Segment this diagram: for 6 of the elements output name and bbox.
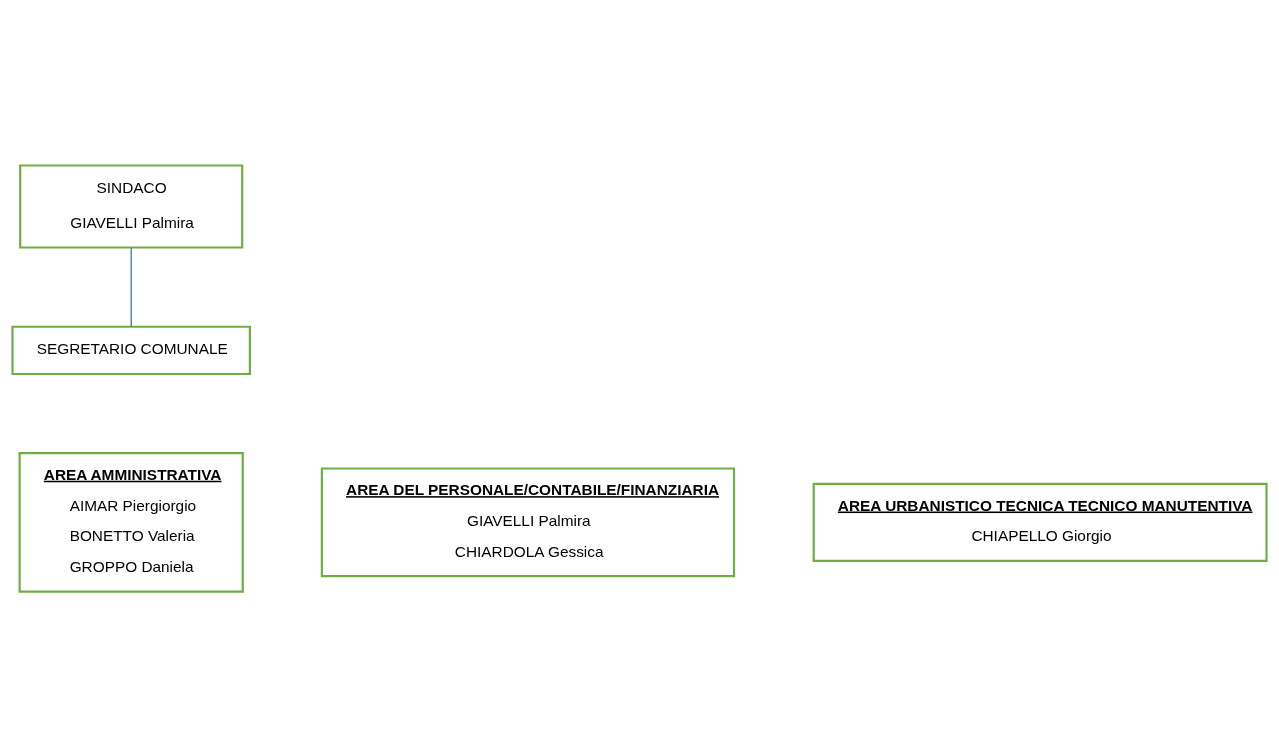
connector xyxy=(130,246,132,327)
node-box: AREA DEL PERSONALE/CONTABILE/FINANZIARIA GIAVELLI Palmira CHIARDOLA Gessica xyxy=(320,466,736,577)
node-box: SEGRETARIO COMUNALE xyxy=(11,325,251,375)
node-box: AREA URBANISTICO TECNICA TECNICO MANUTENTIVA CHIAPELLO Giorgio xyxy=(812,482,1268,562)
node-box: SINDACO GIAVELLI Palmira xyxy=(19,163,244,249)
node-box: AREA AMMINISTRATIVA AIMAR Piergiorgio BONETTO Valeria GROPPO Daniela xyxy=(18,451,244,593)
